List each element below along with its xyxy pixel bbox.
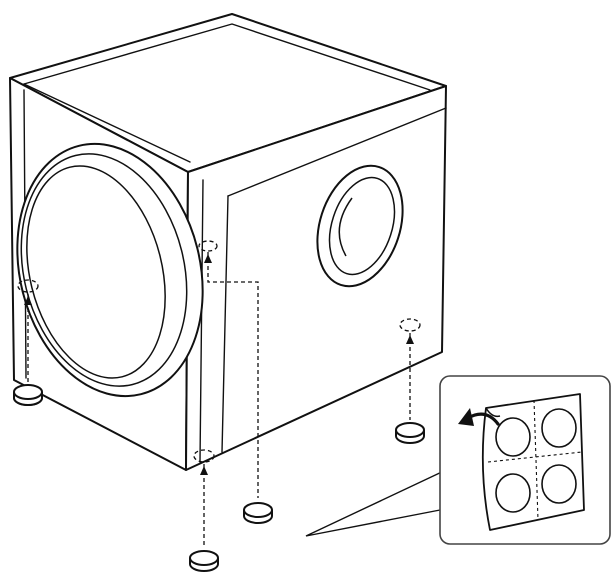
mounting-guides	[17, 240, 421, 548]
guide-rear-left	[207, 252, 259, 498]
foot-pads	[13, 384, 425, 572]
arrowhead-front-left	[24, 296, 32, 305]
inset-callout-pointer	[305, 469, 447, 537]
adhesive-pad-3	[495, 473, 531, 513]
arrowhead-front-right	[200, 466, 208, 475]
foot-pad-rear-right	[395, 422, 425, 444]
arrowhead-rear-left	[204, 254, 212, 263]
mount-point-front-left	[17, 279, 39, 293]
foot-pad-sheet-inset	[439, 375, 611, 545]
foot-pad-front-left	[13, 384, 43, 406]
pad-sheet-pads	[495, 408, 577, 513]
adhesive-pad-2	[541, 408, 577, 448]
bass-port-inner	[328, 176, 396, 276]
mount-point-rear-right	[399, 318, 421, 332]
cabinet-corner-bevel-2	[199, 179, 204, 463]
foot-pad-front-right	[189, 550, 219, 572]
foot-pad-rear-left	[243, 502, 273, 524]
arrowhead-rear-right	[406, 335, 414, 344]
cabinet-corner-bevel	[221, 195, 229, 453]
adhesive-pad-4	[541, 464, 577, 504]
mount-point-front-right	[193, 449, 215, 463]
bass-port-shadow-arc	[338, 197, 353, 257]
cabinet-top-bevel-front	[23, 83, 191, 163]
cabinet-side-bevel	[227, 107, 447, 197]
peel-arrow-icon	[458, 408, 500, 426]
bass-port	[316, 164, 404, 288]
adhesive-pad-1	[495, 417, 531, 457]
pad-sheet-perforations	[487, 399, 583, 521]
mount-point-rear-left	[198, 240, 218, 252]
pad-sheet-peel-corner	[485, 407, 501, 418]
cabinet-top-bevel	[23, 23, 431, 91]
woofer	[16, 142, 204, 398]
guide-arrowheads	[24, 254, 414, 475]
woofer-cone	[26, 165, 166, 379]
